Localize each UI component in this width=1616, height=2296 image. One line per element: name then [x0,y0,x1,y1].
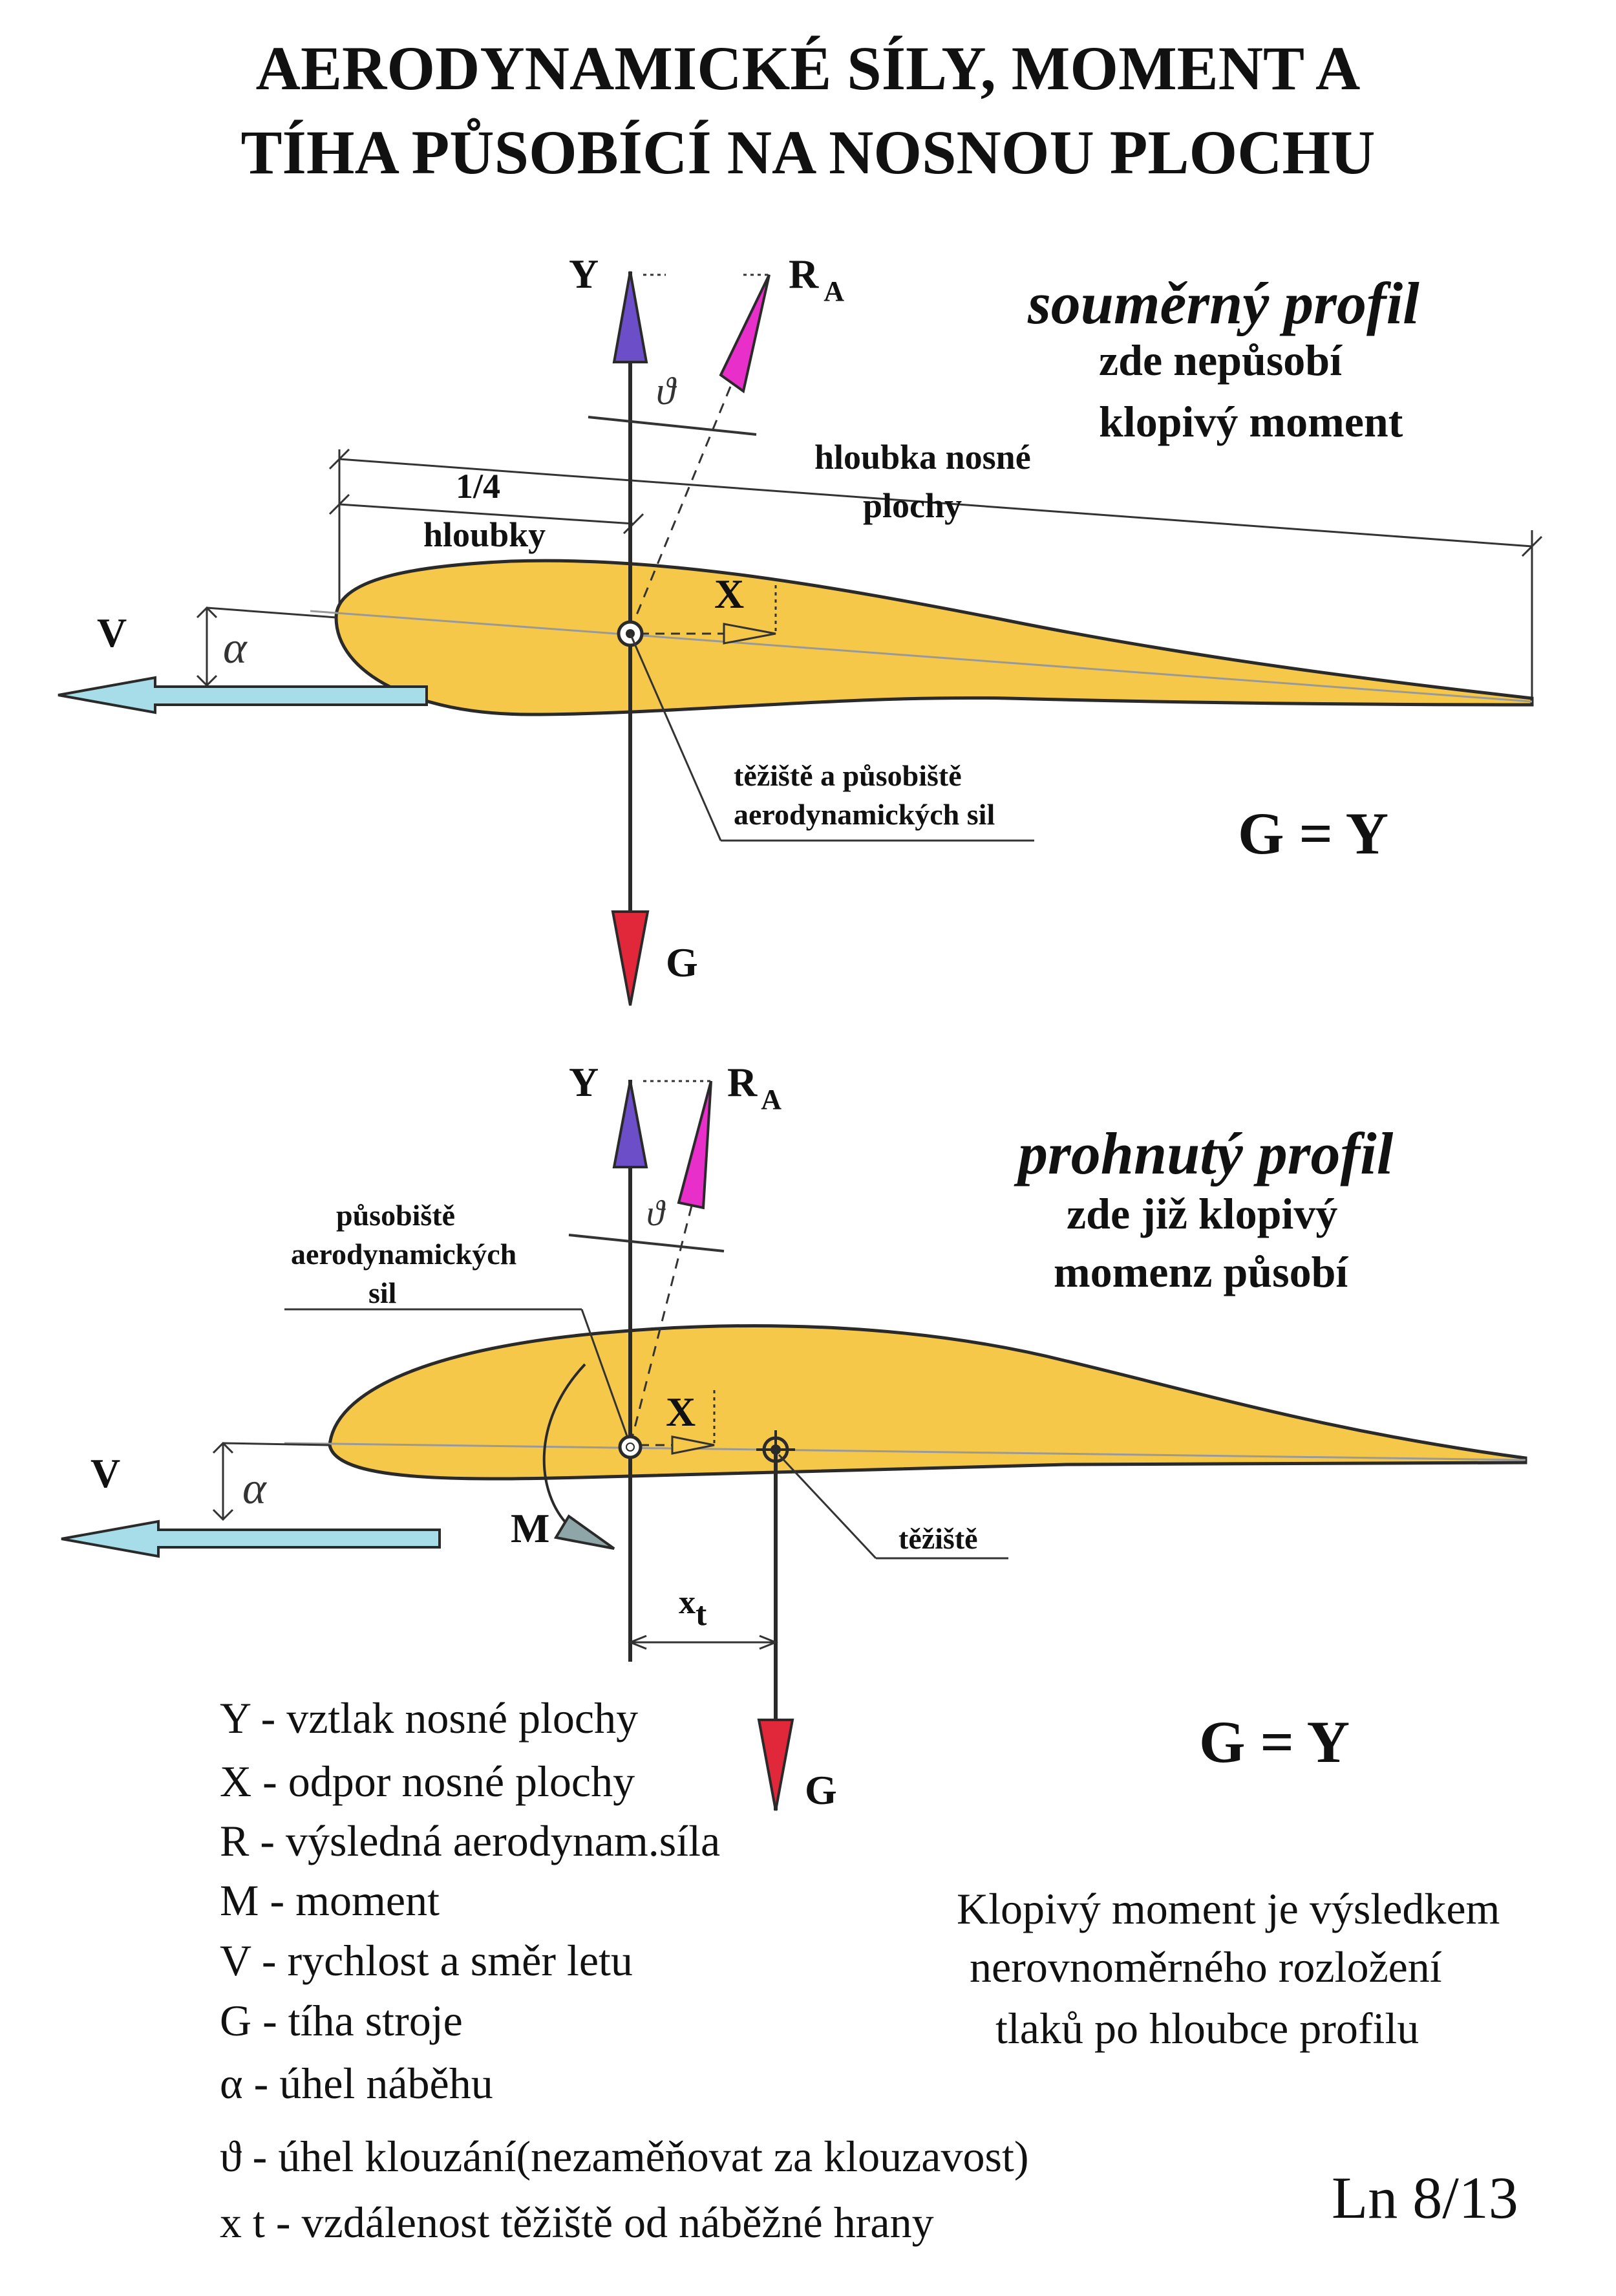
symmetric-airfoil [334,559,1534,716]
chord-label-1: hloubka nosné [814,438,1031,477]
velocity-arrow-bottom [61,1519,441,1558]
label-gamma: ϑ [656,370,677,413]
cg-note-2: aerodynamických sil [734,798,995,831]
quarter-chord-1: 1/4 [456,467,500,506]
lift-arrow [612,271,648,363]
legend: Y - vztlak nosné plochy X - odpor nosné … [220,1693,1029,2247]
chord-label-2: plochy [863,486,962,525]
cp-note-3: sil [368,1276,396,1309]
legend-item: x t - vzdálenost těžiště od náběžné hran… [220,2198,934,2247]
legend-item: X - odpor nosné plochy [220,1757,635,1806]
label-xt: xt [679,1584,707,1633]
page-reference: Ln 8/13 [1332,2165,1518,2231]
legend-item: R - výsledná aerodynam.síla [220,1816,720,1865]
legend-item: α - úhel náběhu [220,2059,493,2108]
top-heading: souměrný profil [1027,270,1419,336]
chord-line [310,610,1533,703]
drag-indicator-bottom [640,1390,716,1455]
label-m: M [511,1505,549,1551]
legend-item: G - tíha stroje [220,1996,463,2045]
label-alpha-bottom: α [242,1464,267,1514]
note-line: nerovnoměrného rozložení [970,1942,1442,1991]
weight-arrow [611,910,650,1006]
label-x-bottom: X [666,1389,696,1435]
label-v-bottom: V [90,1450,120,1496]
xt-dimension [627,1635,779,1650]
cp-note-1: působiště [336,1199,455,1232]
label-x: X [714,571,744,617]
lift-arrow-bottom [612,1080,648,1168]
top-subheading-1: zde nepůsobí [1099,336,1343,385]
legend-item: V - rychlost a směr letu [220,1936,633,1985]
drag-indicator [640,585,777,645]
legend-item: Y - vztlak nosné plochy [220,1693,638,1743]
label-alpha: α [223,623,248,673]
legend-item: M - moment [220,1876,440,1925]
label-y-bottom: Y [569,1059,599,1105]
cambered-airfoil [328,1324,1527,1481]
note-line: Klopivý moment je výsledkem [957,1884,1500,1933]
title-line-2: TÍHA PŮSOBÍCÍ NA NOSNOU PLOCHU [241,118,1376,187]
label-g-bottom: G [805,1767,837,1813]
chord-dimension [328,448,1543,698]
alpha-marker-bottom [212,1441,330,1521]
cp-note-2: aerodynamických [291,1238,516,1271]
bottom-heading: prohnutý profil [1014,1121,1394,1186]
resultant-arrow-bottom [677,1080,712,1210]
note-line: tlaků po hloubce profilu [995,2004,1419,2053]
chord-line-bottom [284,1442,1526,1461]
weight-arrow-bottom [757,1719,794,1811]
cg-leader [629,633,1034,842]
label-v: V [97,610,127,656]
moment-arc [542,1363,586,1527]
label-g: G [666,939,698,985]
top-equation: G = Y [1238,800,1388,866]
legend-item: ϑ - úhel klouzání(nezaměňovat za klouzav… [220,2132,1029,2181]
quarter-chord-2: hloubky [423,515,546,554]
velocity-arrow [58,676,428,714]
label-y: Y [569,251,599,297]
cg-note-1: těžiště a působiště [734,759,962,792]
note-block: Klopivý moment je výsledkem nerovnoměrné… [957,1884,1500,2053]
moment-arrow [553,1514,615,1550]
bottom-equation: G = Y [1199,1709,1350,1775]
bottom-subheading-1: zde již klopivý [1067,1189,1337,1238]
label-gamma-bottom: ϑ [646,1194,666,1234]
alpha-marker [196,606,337,687]
bottom-subheading-2: momenz působí [1054,1247,1348,1296]
top-subheading-2: klopivý moment [1099,397,1403,446]
title-line-1: AERODYNAMICKÉ SÍLY, MOMENT A [256,34,1361,103]
resultant-arrow [719,274,771,394]
cg-note-bottom: těžiště [898,1522,978,1555]
